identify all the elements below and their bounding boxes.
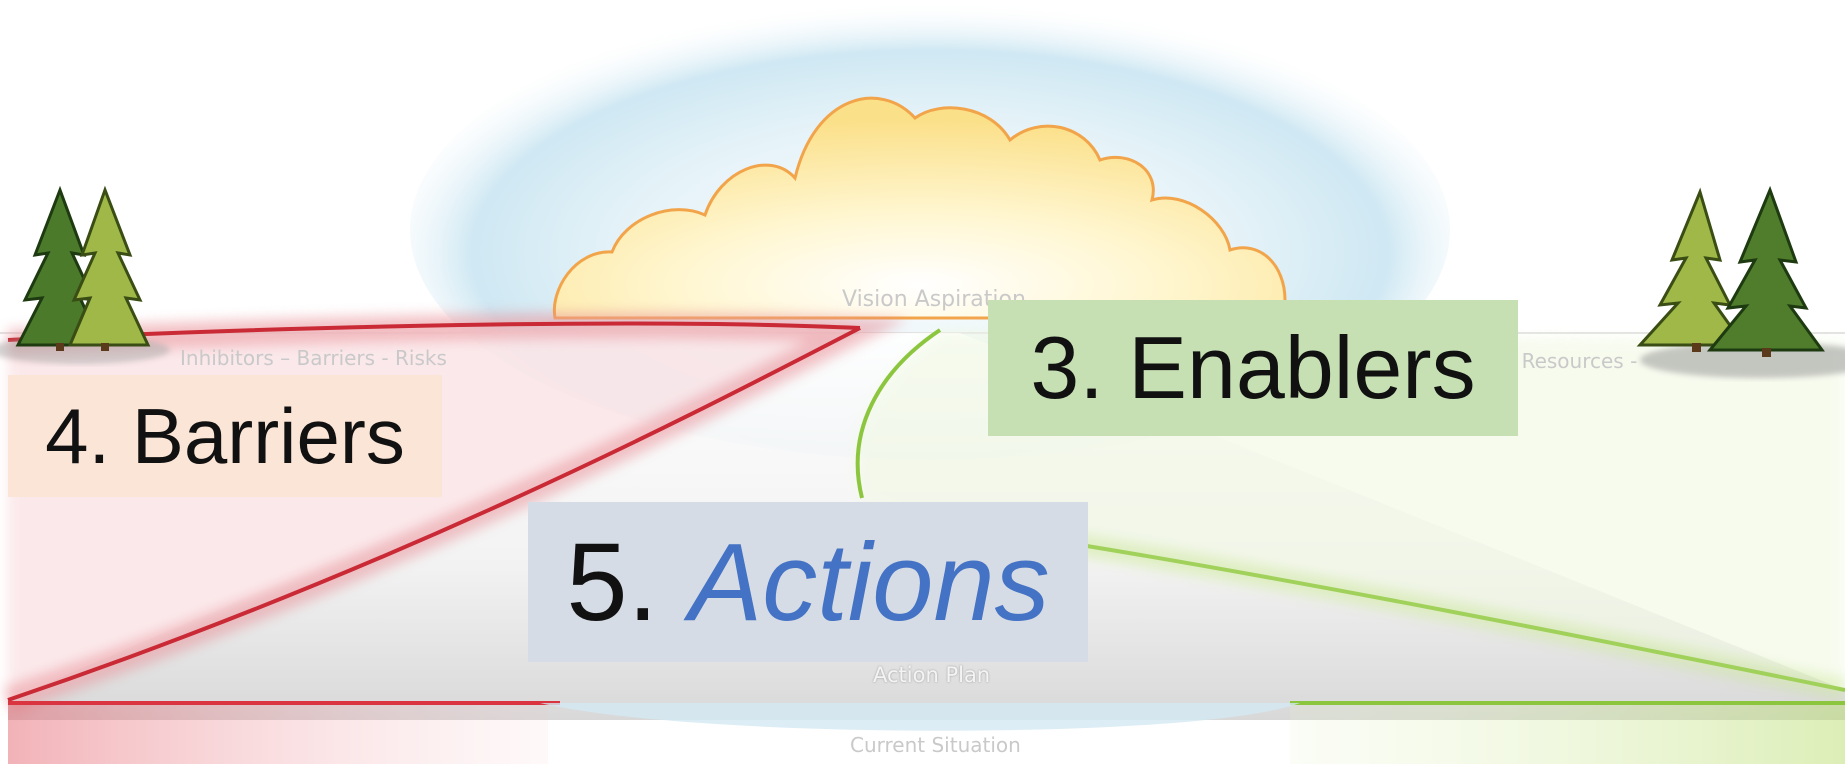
enablers-text: 3. Enablers <box>1030 318 1476 417</box>
current-situation-label: Current Situation <box>850 733 1021 757</box>
resources-label: - Resources - <box>1508 349 1638 373</box>
barriers-box: 4. Barriers <box>8 375 442 497</box>
actions-word: Actions <box>688 520 1050 644</box>
action-plan-label: Action Plan <box>873 663 991 687</box>
barriers-text: 4. Barriers <box>45 391 405 480</box>
tree-cluster-left-icon <box>0 185 170 364</box>
inhibitors-label: Inhibitors – Barriers - Risks <box>180 346 447 370</box>
enablers-box: 3. Enablers <box>988 300 1518 436</box>
actions-number: 5. <box>566 520 659 644</box>
tree-cluster-right-icon <box>1636 185 1845 378</box>
current-situation-band <box>540 703 1300 731</box>
actions-box: 5. Actions <box>528 502 1088 662</box>
cloud-icon <box>552 96 1287 320</box>
